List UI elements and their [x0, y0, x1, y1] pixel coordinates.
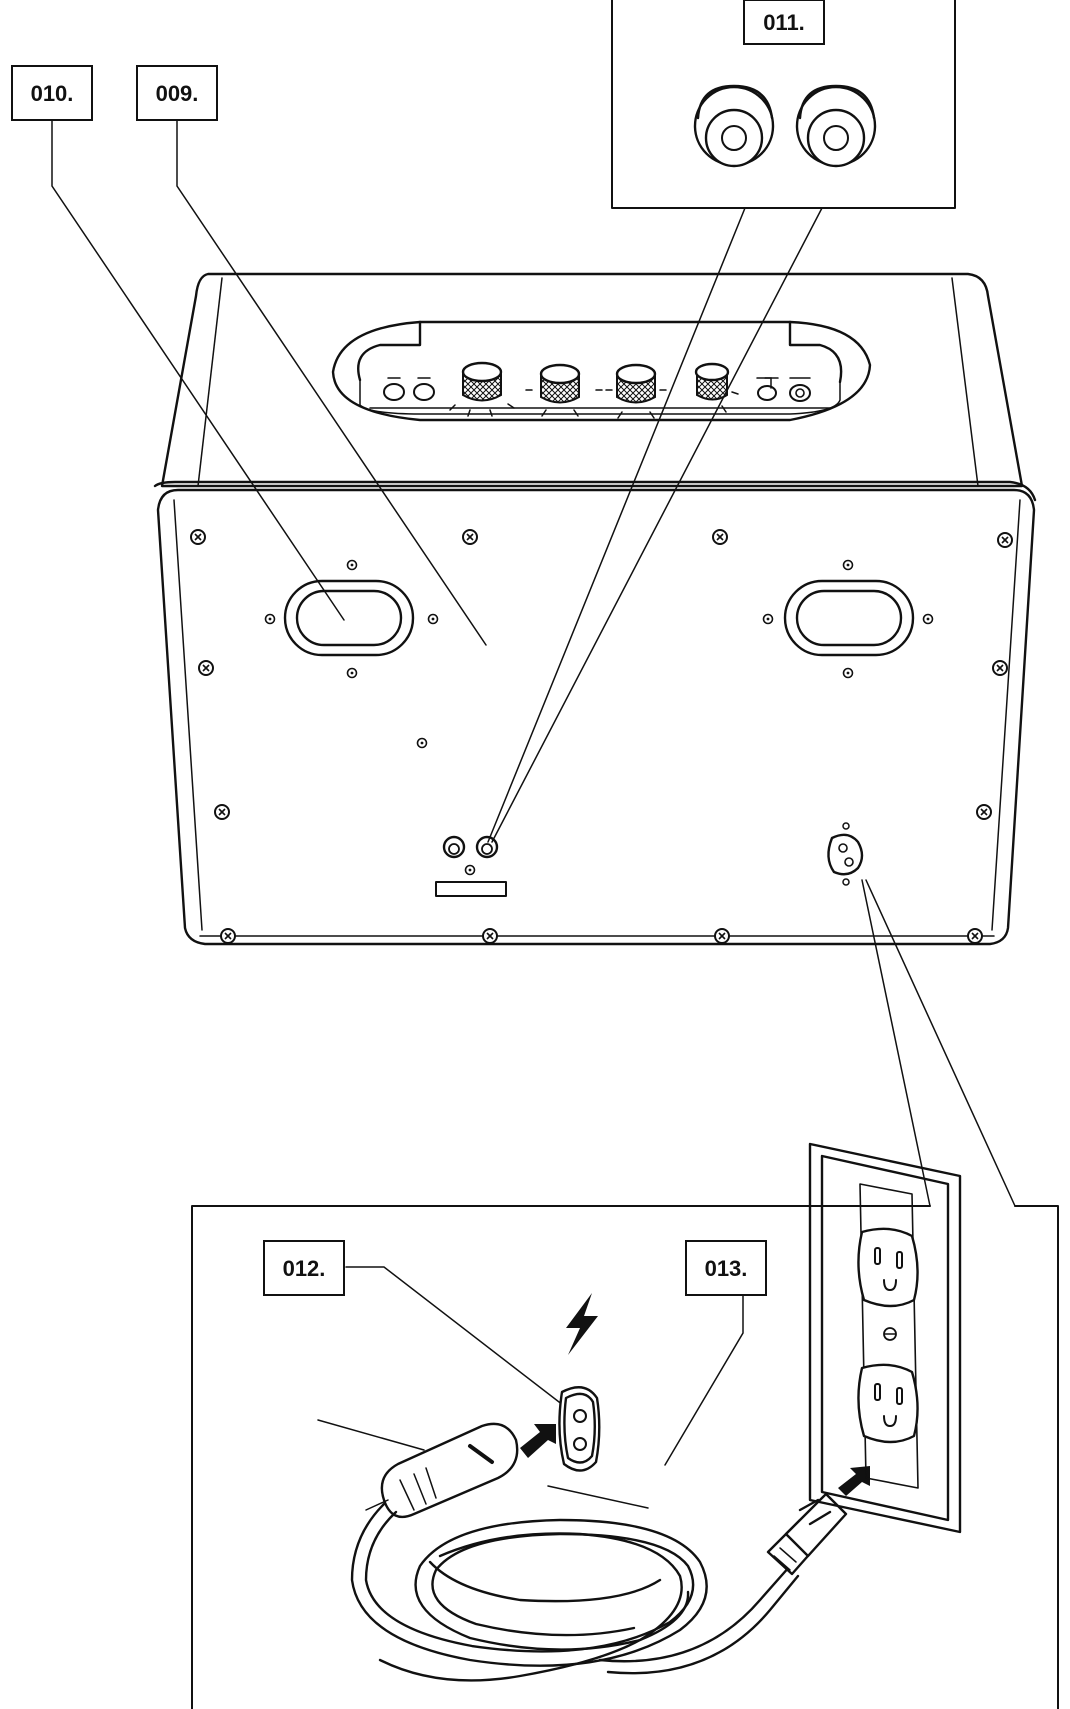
callout-011-label: 011.: [763, 10, 805, 35]
handle-right: [762, 559, 934, 679]
speaker-top-face: [160, 272, 1024, 488]
leader-lines: [51, 119, 1016, 1466]
receptacle-lower: [857, 1363, 919, 1444]
callout-013-label: 013.: [705, 1256, 748, 1281]
rear-power-inlet: [827, 822, 864, 886]
knob-2: [539, 363, 581, 404]
speaker-back-panel: [156, 488, 1036, 946]
terminal-zoom-right: [795, 84, 877, 168]
knob-1: [461, 361, 503, 402]
callout-009-label: 009.: [156, 81, 199, 106]
handle-left: [264, 559, 439, 749]
inlet-zoom: [558, 1386, 601, 1472]
callout-010-label: 010.: [31, 81, 74, 106]
callout-010: 010.: [11, 65, 93, 121]
lightning-bolt-icon: [566, 1293, 598, 1355]
speaker-body: [153, 272, 1037, 946]
callout-013: 013.: [685, 1240, 767, 1296]
power-cord: [350, 1502, 800, 1682]
receptacle-upper: [857, 1227, 919, 1308]
wall-outlet: [808, 1142, 962, 1534]
top-control-panel: [331, 320, 872, 422]
callout-011: 011.: [743, 0, 825, 45]
terminal-zoom-left: [693, 84, 775, 168]
insert-arrow-icon: [520, 1424, 556, 1458]
inset-terminals: [611, 0, 956, 209]
callout-012: 012.: [263, 1240, 345, 1296]
knob-3: [615, 363, 657, 404]
cord-connector: [365, 1422, 519, 1519]
inset-power-connection: [191, 1142, 1059, 1709]
callout-009: 009.: [136, 65, 218, 121]
callout-012-label: 012.: [283, 1256, 326, 1281]
wall-plug: [766, 1492, 848, 1576]
plug-arrow-icon: [838, 1466, 870, 1496]
knob-4: [694, 362, 730, 401]
rear-speaker-terminals: [435, 835, 507, 897]
